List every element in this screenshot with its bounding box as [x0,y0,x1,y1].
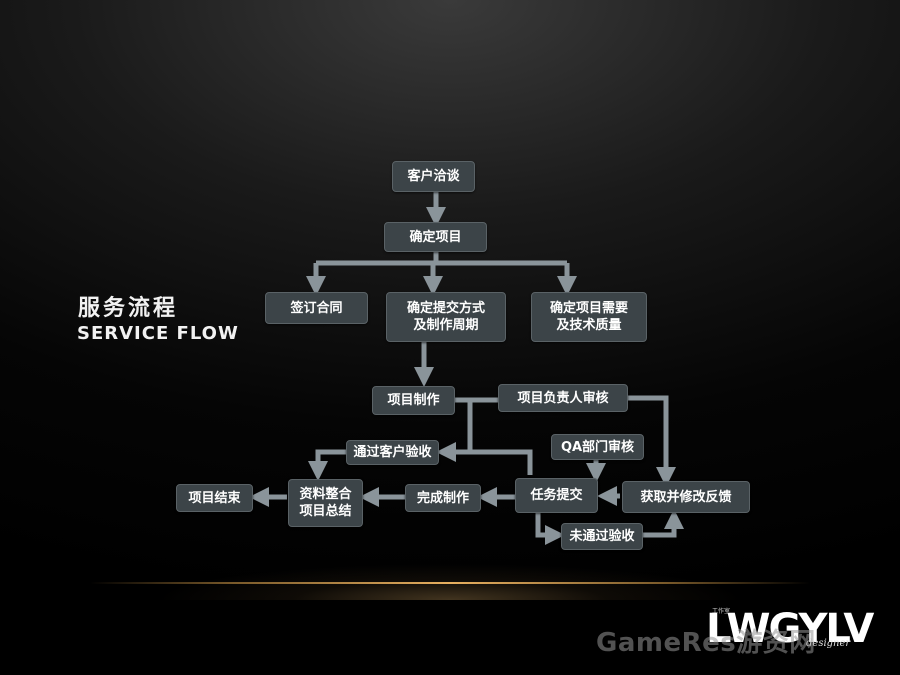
requirements-line-1: 确定项目需要 [549,301,628,316]
arrow-accepted-to-archive [308,449,346,481]
requirements-line-2: 及技术质量 [556,318,622,333]
node-archive-summary: 资料整合 项目总结 [288,479,363,527]
logo-small-text: 工作室 [712,608,731,615]
heading-cn: 服务流程 [78,295,179,321]
node-not-accepted: 未通过验收 [561,523,643,550]
floor-glow [60,520,840,600]
node-submission-method: 确定提交方式 及制作周期 [386,292,506,342]
archive-line-1: 资料整合 [299,487,352,502]
arrow-notaccepted-to-feedback [643,509,684,538]
node-manager-review: 项目负责人审核 [498,384,628,412]
arrow-to-client-accepted [436,442,533,475]
submission-line-2: 及制作周期 [413,318,479,333]
horizon-line [90,582,810,584]
node-get-feedback: 获取并修改反馈 [622,481,750,513]
submission-line-1: 确定提交方式 [406,301,485,316]
node-client-accepted: 通过客户验收 [346,440,439,465]
node-project-end: 项目结束 [176,484,253,512]
node-project-requirements: 确定项目需要 及技术质量 [531,292,647,342]
node-sign-contract: 签订合同 [265,292,368,324]
node-production-done: 完成制作 [405,484,481,512]
line-manager-right [628,395,676,487]
logo-mark: LWGYLV [706,606,874,652]
node-confirm-project: 确定项目 [384,222,487,252]
studio-logo: 工作室 LWGYLV designer [706,604,874,656]
logo-subtitle: designer [806,638,851,649]
node-project-production: 项目制作 [372,386,455,415]
arrow-to-not-accepted [535,513,565,545]
site-watermark: GameRes游资网 [596,628,816,658]
node-qa-review: QA部门审核 [551,434,644,460]
archive-line-2: 项目总结 [299,504,352,519]
node-task-submit: 任务提交 [515,478,598,513]
heading-en: SERVICE FLOW [77,323,239,344]
node-client-talk: 客户洽谈 [392,161,475,192]
